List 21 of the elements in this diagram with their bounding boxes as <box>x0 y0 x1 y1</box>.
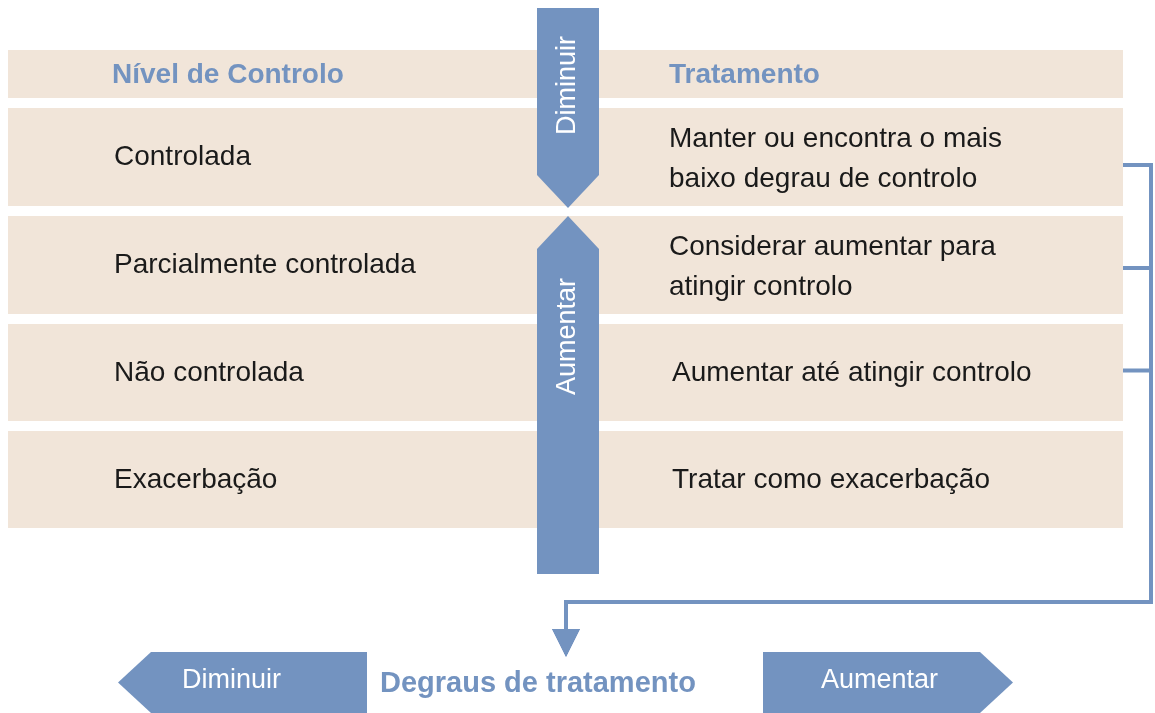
control-level-text: Não controlada <box>114 355 304 389</box>
direction-banner <box>763 652 1013 713</box>
connector-arrow <box>552 368 1153 657</box>
treatment-text: Considerar aumentar para atingir controlo <box>669 229 997 303</box>
column-header: Nível de Controlo <box>112 57 344 91</box>
arrow-label: Diminuir <box>182 664 281 695</box>
column-header: Tratamento <box>669 57 820 91</box>
treatment-text: Aumentar até atingir controlo <box>672 355 1032 389</box>
arrow-label: Diminuir <box>551 36 582 135</box>
table-row <box>8 431 1123 528</box>
arrow-label: Aumentar <box>551 278 582 396</box>
direction-banner <box>537 8 599 208</box>
control-level-text: Parcialmente controlada <box>114 247 416 281</box>
treatment-text: Tratar como exacerbação <box>672 462 990 496</box>
treatment-text: Manter ou encontra o mais baixo degrau de controlo <box>669 121 1004 195</box>
direction-banner <box>537 216 599 574</box>
direction-banner <box>118 652 367 713</box>
arrow-label: Aumentar <box>821 664 939 695</box>
control-level-text: Controlada <box>114 139 251 173</box>
steps-title: Degraus de tratamento <box>380 666 696 699</box>
control-level-text: Exacerbação <box>114 462 278 496</box>
